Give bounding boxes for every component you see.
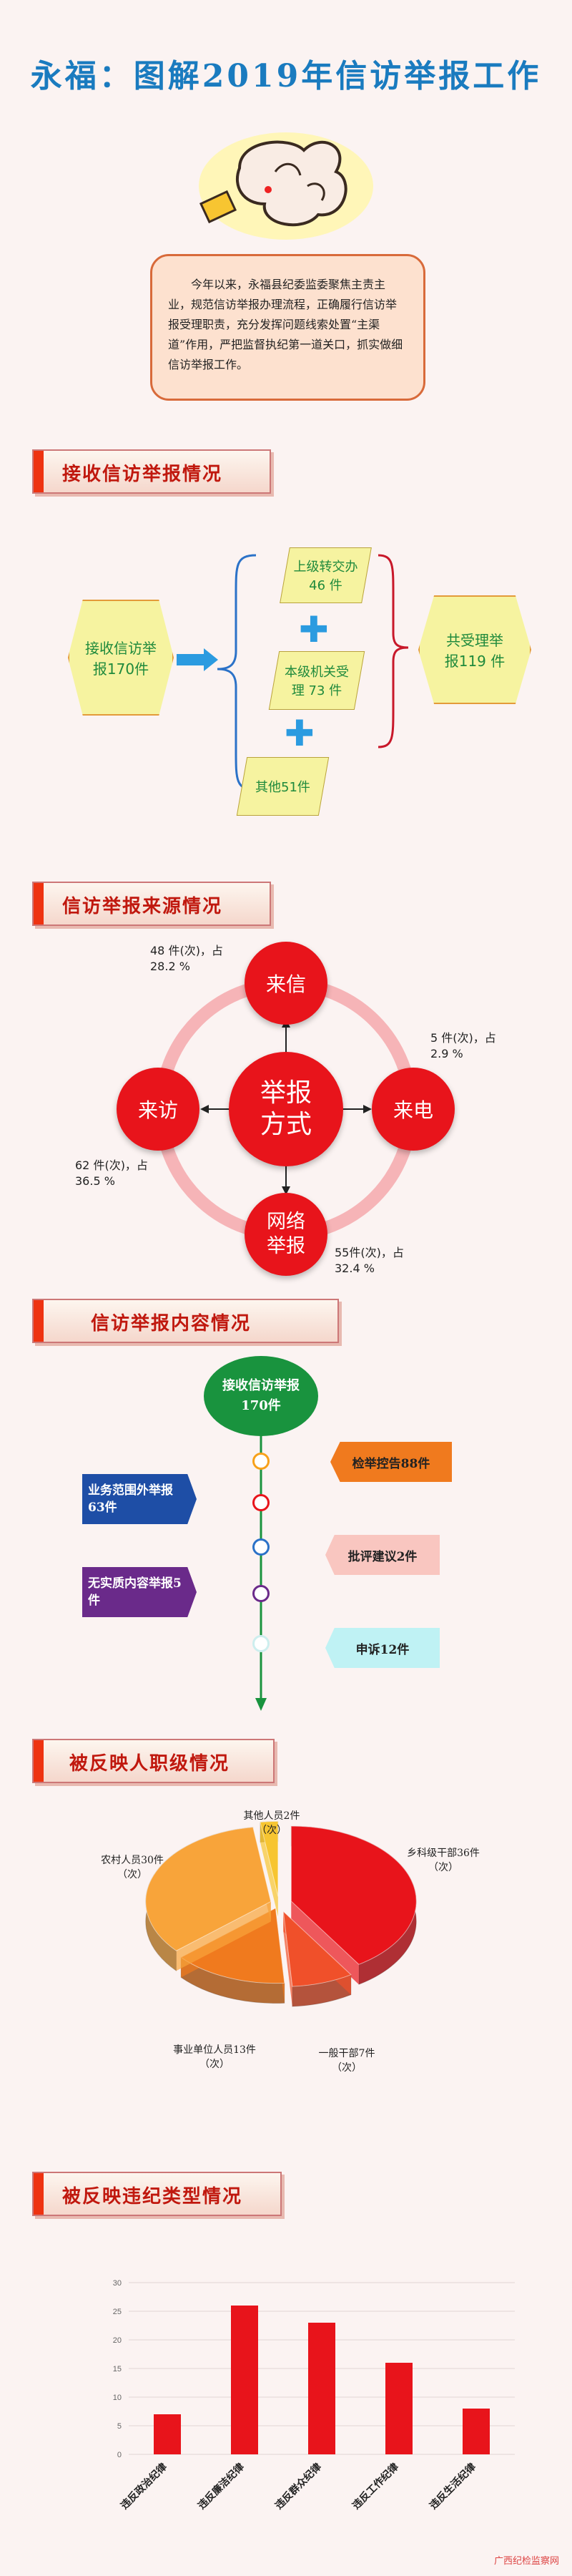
y-tick-label: 20 <box>113 2336 122 2345</box>
bar-3 <box>308 2323 335 2454</box>
timeline-dot <box>252 1538 270 1556</box>
left-bracket-icon <box>217 554 257 791</box>
timeline-dot <box>252 1453 270 1470</box>
watermark-text: 广西纪检监察网 <box>493 2556 559 2567</box>
x-tick-label: 违反廉洁纪律 <box>195 2461 246 2512</box>
plus-icon: ✚ <box>285 713 315 754</box>
online-circle: 网络举报 <box>245 1193 327 1276</box>
y-tick-label: 10 <box>113 2394 122 2402</box>
x-tick-label: 违反生活纪律 <box>427 2461 478 2512</box>
pie-label: 农村人员30件（次） <box>101 1855 164 1880</box>
section-title: 信访举报来源情况 <box>62 896 223 917</box>
x-tick-label: 违反群众纪律 <box>272 2461 323 2512</box>
plus-icon: ✚ <box>299 609 329 650</box>
pie-slice <box>260 1820 279 1917</box>
bar-2 <box>231 2306 258 2454</box>
total-accepted-box: 共受理举报119 件 <box>418 595 531 704</box>
y-tick-label: 30 <box>113 2279 122 2288</box>
y-tick-label: 25 <box>113 2308 122 2316</box>
pie-label: 事业单位人员13件（次） <box>173 2044 256 2070</box>
visit-circle: 来访 <box>117 1068 199 1151</box>
visit-stat: 62 件(次)，占36.5 % <box>75 1158 148 1188</box>
local-accept-box: 本级机关受理 73 件 <box>268 651 365 710</box>
y-tick-label: 0 <box>117 2451 122 2459</box>
center-method-circle: 举报方式 <box>229 1052 343 1166</box>
page-title: 永福：图解2019年信访举报工作 <box>30 58 542 94</box>
timeline-dot <box>252 1635 270 1652</box>
appeal-tag: 申诉12件 <box>325 1628 440 1668</box>
right-bracket-icon <box>378 554 409 748</box>
pie-label: 一般干部7件（次） <box>318 2048 375 2074</box>
bar-1 <box>154 2414 181 2454</box>
out-of-scope-tag: 业务范围外举报63件 <box>82 1474 197 1524</box>
section-title: 信访举报内容情况 <box>91 1313 252 1335</box>
content-timeline <box>255 1435 267 1711</box>
pie-slice <box>290 1825 417 1986</box>
bar-5 <box>463 2409 490 2454</box>
other-box: 其他51件 <box>236 757 330 816</box>
section-title: 被反映人职级情况 <box>69 1753 230 1775</box>
rank-pie-chart <box>145 1820 417 2007</box>
content-head-ellipse: 接收信访举报170件 <box>204 1356 318 1436</box>
accusation-tag: 检举控告88件 <box>330 1442 452 1482</box>
pie-slice <box>145 1827 272 1972</box>
intro-paragraph: 今年以来，永福县纪委监委聚焦主责主业，规范信访举报办理流程，正确履行信访举报受理… <box>150 254 425 401</box>
arrow-right-icon <box>177 648 218 671</box>
pie-slice <box>282 1911 352 2007</box>
phone-stat: 5 件(次)，占2.9 % <box>430 1031 496 1060</box>
section-banner-source: 信访举报来源情况 <box>32 882 271 926</box>
criticism-tag: 批评建议2件 <box>325 1535 440 1575</box>
timeline-dot <box>252 1494 270 1511</box>
received-box: 接收信访举报170件 <box>68 600 174 716</box>
section-banner-rank: 被反映人职级情况 <box>32 1739 275 1783</box>
timeline-dot <box>252 1585 270 1602</box>
bar-4 <box>385 2363 413 2454</box>
cartoon-illustration <box>199 132 373 240</box>
section-banner-receive: 接收信访举报情况 <box>32 449 271 494</box>
pie-label: 乡科级干部36件（次） <box>407 1848 480 1873</box>
letter-stat: 48 件(次)，占 28.2 % <box>150 944 223 973</box>
phone-circle: 来电 <box>372 1068 455 1151</box>
no-substance-tag: 无实质内容举报5件 <box>82 1567 197 1617</box>
x-tick-label: 违反政治纪律 <box>118 2461 169 2512</box>
x-tick-label: 违反工作纪律 <box>350 2461 400 2512</box>
violation-bar-chart: 30 25 20 15 10 5 0 违反政治纪律违反廉洁纪律违反群众纪律违反工作纪律违反生活… <box>113 2279 515 2512</box>
pie-label: 其他人员2件（次） <box>243 1810 300 1836</box>
section-title: 接收信访举报情况 <box>62 464 223 485</box>
section-title: 被反映违纪类型情况 <box>62 2186 243 2207</box>
upper-transfer-box: 上级转交办 46 件 <box>280 547 372 603</box>
section-banner-type: 被反映违纪类型情况 <box>32 2172 282 2216</box>
section-banner-content: 信访举报内容情况 <box>32 1299 339 1343</box>
letter-circle: 来信 <box>245 942 327 1025</box>
y-tick-label: 5 <box>117 2422 122 2431</box>
y-tick-label: 15 <box>113 2365 122 2373</box>
online-stat: 55件(次)，占32.4 % <box>335 1246 404 1275</box>
